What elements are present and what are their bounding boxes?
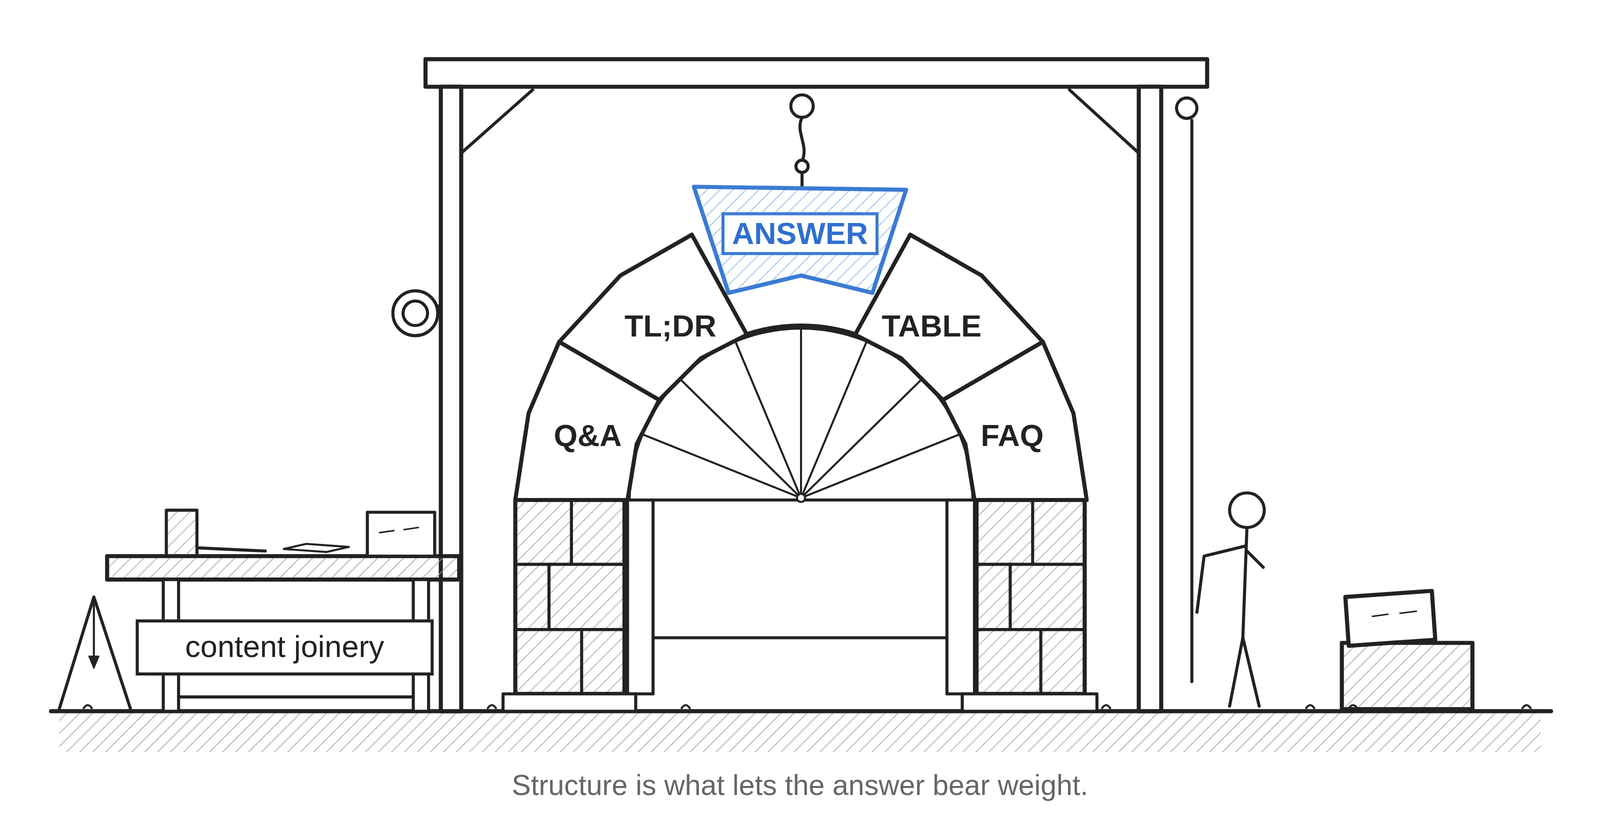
tool (199, 548, 266, 551)
gantry-post (1139, 86, 1162, 711)
figure-arm (1197, 546, 1246, 613)
stone-block (1345, 591, 1436, 646)
node-label: TL;DR (624, 309, 717, 344)
door-post (627, 500, 653, 694)
spoke (800, 326, 802, 498)
ground-hatch (59, 711, 1541, 752)
spoke (801, 433, 961, 498)
joint (515, 628, 625, 631)
door-rail (653, 636, 947, 639)
node-label: ANSWER (722, 212, 879, 256)
figure-arm (1247, 551, 1264, 568)
voussoir-shape (943, 342, 1087, 500)
spoke (641, 433, 801, 498)
plumb-line (93, 597, 95, 658)
gear-axle (438, 304, 441, 308)
node-label: TABLE (881, 309, 982, 344)
joint (1031, 500, 1034, 565)
plumb-bob (89, 656, 99, 668)
spoke (734, 340, 801, 498)
spoke-hub (797, 494, 805, 502)
bench-rail (178, 695, 413, 699)
pulley (1176, 98, 1197, 119)
ground-line (51, 709, 1551, 713)
pier (976, 500, 1085, 694)
tool (283, 544, 349, 552)
pier-base (962, 694, 1097, 712)
figure-leg (1243, 638, 1260, 707)
sign-board: content joinery (135, 619, 434, 676)
joint (547, 564, 551, 630)
joint (570, 500, 573, 565)
caption: Structure is what lets the answer bear w… (512, 769, 1089, 802)
plumb-frame (59, 597, 131, 709)
block-mark (379, 530, 394, 533)
rope (1190, 120, 1194, 682)
pebbles (83, 705, 1531, 708)
gantry-beam (425, 59, 1207, 87)
gantry-post (441, 86, 462, 711)
joint (976, 563, 1085, 566)
pier-base (503, 694, 636, 712)
voussoir: FAQ (943, 342, 1087, 500)
block-mark (1400, 611, 1417, 613)
pier (515, 500, 625, 694)
gear-hub (403, 301, 428, 326)
spoke (678, 377, 801, 498)
hook-line (800, 172, 804, 188)
keystone: ANSWER (694, 186, 906, 293)
node-label: content joinery (185, 630, 384, 665)
joint (580, 629, 583, 694)
stone-block (166, 510, 197, 556)
chain (800, 117, 804, 162)
node-label: Q&A (553, 418, 622, 453)
bench-top (107, 556, 459, 580)
pulley (791, 95, 814, 118)
spoke (801, 377, 924, 498)
door-post (947, 500, 975, 694)
brace (461, 90, 533, 154)
brace (1069, 90, 1139, 154)
hook (796, 160, 808, 172)
joint (1008, 564, 1012, 630)
joint (1039, 629, 1043, 694)
stone-block (367, 512, 435, 556)
figure-head (1229, 493, 1264, 528)
keystone-shape (694, 186, 906, 293)
spoke (801, 340, 868, 498)
block-mark (404, 527, 419, 530)
node-label: FAQ (981, 418, 1044, 453)
figure-leg (1229, 638, 1243, 707)
gear (393, 291, 438, 336)
block-mark (1372, 614, 1388, 617)
figure-body (1243, 527, 1247, 638)
brick-joints (515, 500, 1085, 694)
stone-block (1342, 643, 1473, 710)
joint (976, 628, 1085, 631)
voussoir-shape (515, 342, 660, 500)
voussoir: Q&A (515, 342, 660, 500)
